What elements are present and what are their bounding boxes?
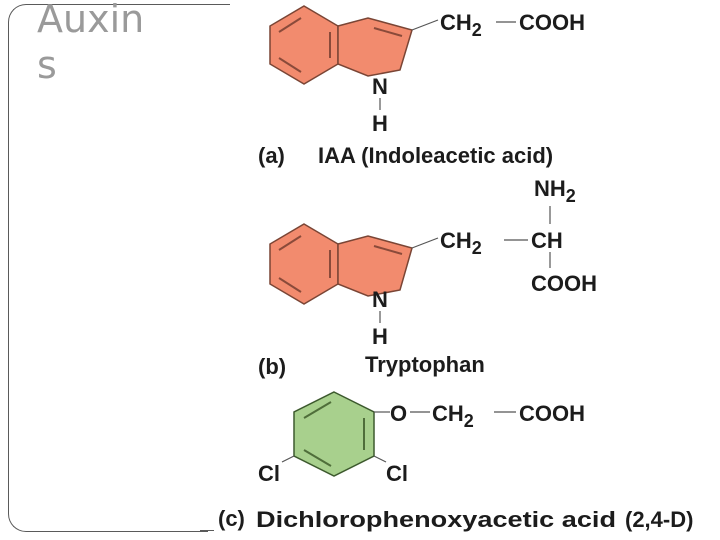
24d-ch2-label: CH2 [432, 401, 474, 431]
24d-name: Dichlorophenoxyacetic acid [256, 507, 616, 532]
panel-b-letter: (b) [258, 354, 286, 379]
slide-title: Auxin s [37, 0, 145, 87]
iaa-benzene-ring [269, 5, 339, 85]
slide-frame [8, 4, 239, 532]
panel-c-letter: (c) [218, 506, 245, 531]
tryptophan-structure: NH2 CH2 CH COOH N H (b) Tryptophan [258, 176, 597, 379]
24d-abbrev: (2,4-D) [625, 507, 693, 532]
trp-cooh-label: COOH [531, 271, 597, 296]
trp-ch2-label: CH2 [440, 228, 482, 258]
frame-gap [208, 0, 248, 540]
iaa-n-atom: N [372, 74, 388, 99]
iaa-ch2-label: CH2 [440, 10, 482, 40]
iaa-pyrrole-ring [337, 17, 413, 77]
trp-nh2-label: NH2 [534, 176, 576, 206]
24d-oxygen-label: O [390, 401, 407, 426]
frame-bottom-edge [200, 530, 214, 531]
24d-benzene-ring [293, 391, 375, 477]
iaa-h-atom: H [372, 111, 388, 136]
iaa-inner-bonds [278, 17, 403, 73]
panel-a-letter: (a) [258, 143, 285, 168]
trp-ch-label: CH [531, 228, 563, 253]
tryptophan-name: Tryptophan [365, 352, 485, 377]
trp-h-atom: H [372, 324, 388, 349]
24d-inner-bonds [303, 401, 365, 467]
frame-top-edge [200, 4, 230, 5]
24d-cooh-label: COOH [519, 401, 585, 426]
iaa-structure: CH2 COOH N H (a) IAA (Indoleacetic acid) [258, 5, 585, 168]
trp-n-atom: N [372, 287, 388, 312]
iaa-name: IAA (Indoleacetic acid) [318, 143, 553, 168]
trp-inner-bonds [278, 235, 403, 293]
24d-cl-right: Cl [386, 461, 408, 486]
24d-cl-left: Cl [258, 461, 280, 486]
trp-benzene-ring [269, 223, 339, 305]
dichlorophenoxyacetic-structure: O CH2 COOH Cl Cl (c) Dichlorophenoxyacet… [218, 391, 693, 532]
iaa-cooh-label: COOH [519, 10, 585, 35]
